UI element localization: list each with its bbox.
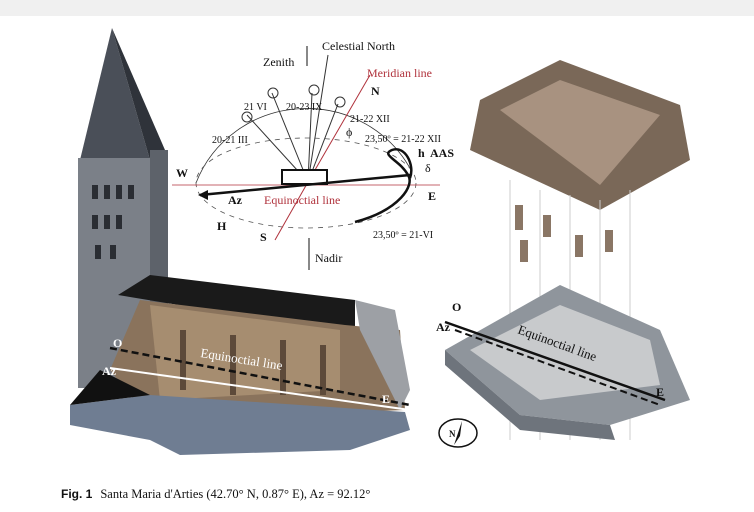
aas-label: AAS bbox=[430, 146, 454, 160]
left-o-label: O bbox=[113, 336, 122, 350]
celestial-north-label: Celestial North bbox=[322, 39, 395, 53]
top-band bbox=[0, 0, 754, 16]
nadir-label: Nadir bbox=[315, 251, 342, 265]
zenith-label: Zenith bbox=[263, 55, 294, 69]
phi-label: ϕ bbox=[346, 125, 352, 139]
h-label: h bbox=[418, 146, 425, 160]
compass-icon bbox=[438, 418, 478, 448]
az-label: Az bbox=[228, 193, 243, 207]
north-label: N bbox=[371, 84, 380, 98]
celestial-diagram: Zenith Celestial North Meridian line N 2… bbox=[172, 39, 454, 270]
vault-model bbox=[444, 60, 690, 440]
east-label: E bbox=[428, 189, 436, 203]
sun-21-vi-label: 21 VI bbox=[244, 102, 267, 113]
equinoctial-line-label: Equinoctial line bbox=[264, 193, 340, 207]
right-az-label: Az bbox=[436, 320, 451, 334]
figure-number: Fig. 1 bbox=[61, 487, 93, 501]
h-upper-label: H bbox=[217, 219, 227, 233]
sun-21-22-xii-label: 21-22 XII bbox=[350, 114, 390, 125]
eq-summer-label: 23,50º = 21-VI bbox=[373, 230, 433, 241]
sun-20-21-iii-label: 20-21 III bbox=[212, 135, 248, 146]
south-label: S bbox=[260, 230, 267, 244]
delta-label: δ bbox=[425, 161, 431, 175]
left-az-label: Az bbox=[102, 364, 117, 378]
sun-20-23-ix-label: 20-23 IX bbox=[286, 102, 323, 113]
church-section-model bbox=[70, 275, 411, 455]
left-e-label: E bbox=[382, 392, 390, 406]
compass-n-label: N bbox=[449, 429, 456, 439]
figure-caption: Fig. 1 Santa Maria d'Arties (42.70° N, 0.… bbox=[61, 487, 370, 502]
west-label: W bbox=[176, 166, 188, 180]
right-e-label: E bbox=[656, 385, 664, 399]
right-o-label: O bbox=[452, 300, 461, 314]
meridian-line-label: Meridian line bbox=[367, 66, 432, 80]
eq-winter-label: 23,50º = 21-22 XII bbox=[365, 134, 441, 145]
caption-text: Santa Maria d'Arties (42.70° N, 0.87° E)… bbox=[100, 487, 371, 501]
